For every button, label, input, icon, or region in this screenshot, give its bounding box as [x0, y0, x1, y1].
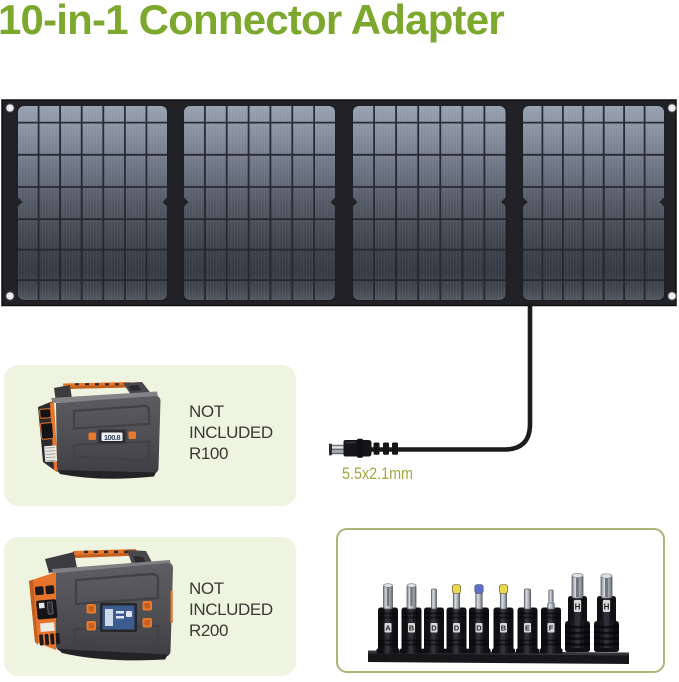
svg-text:A: A	[385, 624, 391, 633]
svg-text:F: F	[549, 624, 554, 633]
svg-text:H: H	[604, 603, 610, 612]
svg-text:E: E	[525, 624, 530, 633]
svg-text:B: B	[409, 624, 415, 633]
svg-text:100.8: 100.8	[104, 433, 121, 442]
svg-text:D: D	[454, 624, 460, 633]
svg-text:H: H	[575, 603, 581, 612]
svg-text:B: B	[501, 624, 507, 633]
svg-text:D: D	[431, 624, 437, 633]
svg-text:D: D	[476, 624, 482, 633]
